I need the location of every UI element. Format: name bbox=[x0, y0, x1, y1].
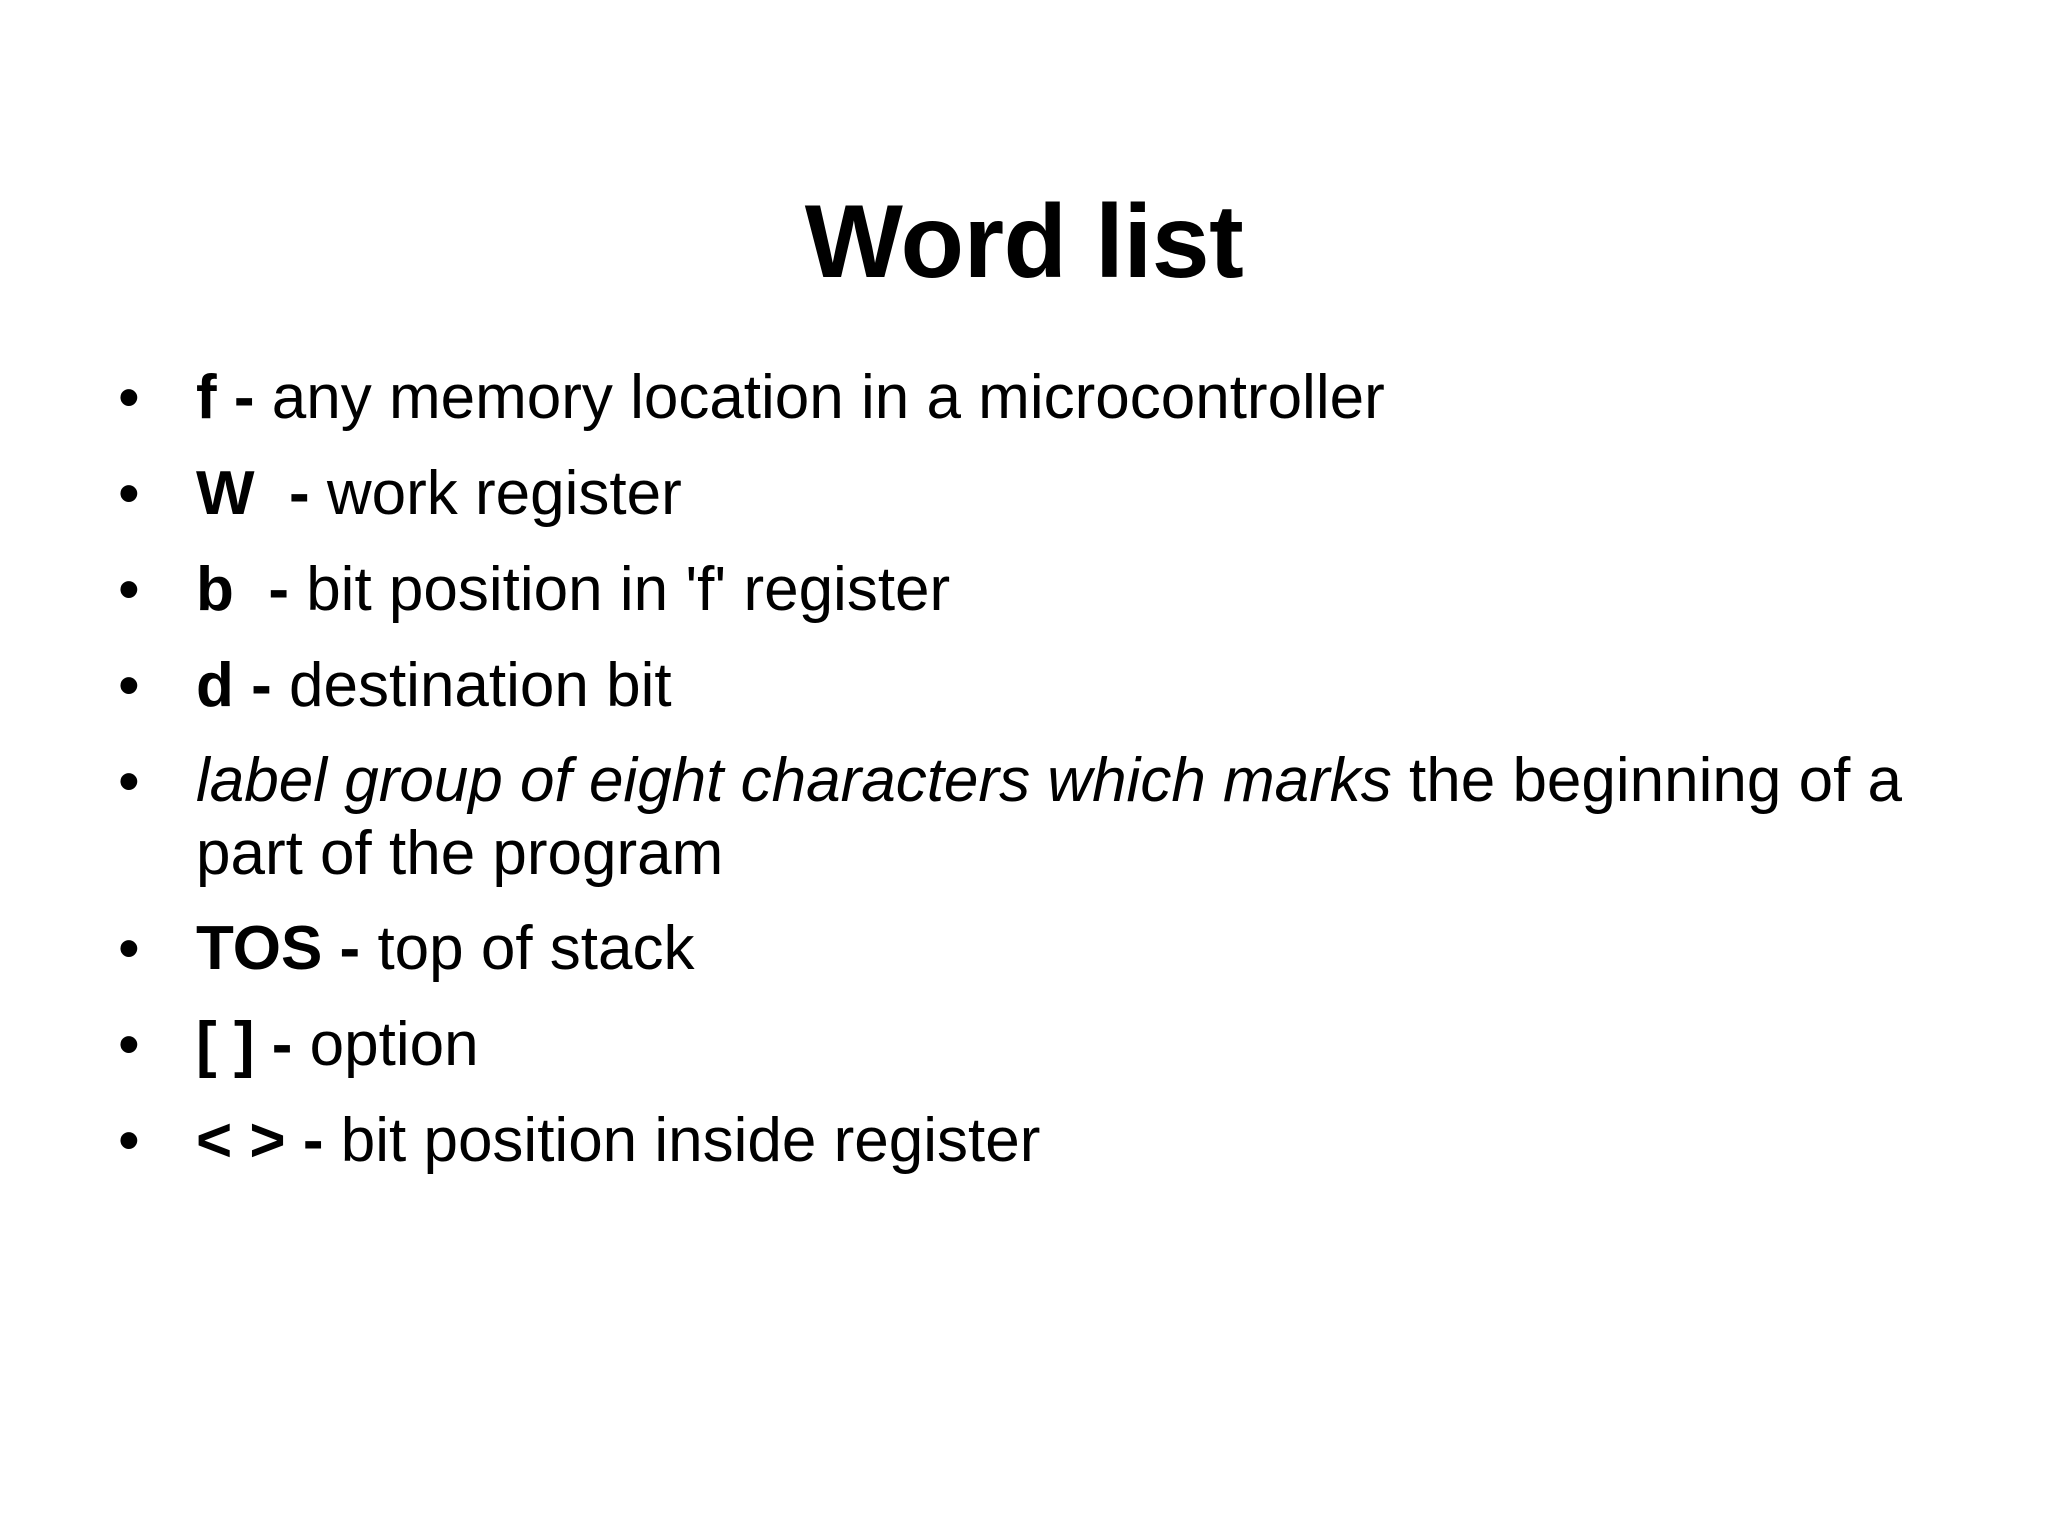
list-item-text: d - destination bit bbox=[196, 648, 1948, 723]
bullet-point-icon: • bbox=[118, 459, 140, 529]
term-label: f - bbox=[196, 363, 272, 432]
page-title: Word list bbox=[804, 183, 1244, 300]
list-item-text: [ ] - option bbox=[196, 1007, 1948, 1082]
term-definition: destination bit bbox=[288, 651, 672, 721]
term-definition: any memory location in a microcontroller bbox=[271, 363, 1385, 432]
bullet-point-icon: • bbox=[118, 914, 140, 984]
term-label: b - bbox=[196, 555, 307, 625]
term-label: d - bbox=[196, 651, 289, 721]
term-definition: work register bbox=[326, 459, 682, 529]
list-item[interactable]: • label group of eight characters which … bbox=[118, 744, 1948, 890]
bullet-point-icon: • bbox=[118, 651, 140, 721]
word-list: • f - any memory location in a microcont… bbox=[118, 360, 1948, 1199]
list-item-text: < > - bit position inside register bbox=[196, 1103, 1948, 1178]
list-item[interactable]: • < > - bit position inside register bbox=[118, 1103, 1948, 1178]
list-item[interactable]: • f - any memory location in a microcont… bbox=[118, 360, 1948, 435]
term-label: [ ] - bbox=[196, 1010, 310, 1080]
list-item-text: b - bit position in 'f' register bbox=[196, 552, 1948, 627]
term-definition: bit position inside register bbox=[340, 1106, 1041, 1176]
bullet-point-icon: • bbox=[118, 1106, 140, 1176]
list-item[interactable]: • d - destination bit bbox=[118, 648, 1948, 723]
bullet-point-icon: • bbox=[118, 555, 140, 625]
list-item-text: label group of eight characters which ma… bbox=[196, 744, 1948, 890]
list-item[interactable]: • [ ] - option bbox=[118, 1007, 1948, 1082]
bullet-point-icon: • bbox=[118, 363, 140, 432]
term-definition: bit position in 'f' register bbox=[306, 555, 951, 625]
term-label: W - bbox=[196, 459, 327, 529]
list-item[interactable]: • b - bit position in 'f' register bbox=[118, 552, 1948, 627]
term-label: < > - bbox=[196, 1106, 341, 1176]
bullet-point-icon: • bbox=[118, 1010, 140, 1080]
list-item[interactable]: • W - work register bbox=[118, 456, 1948, 531]
term-definition: top of stack bbox=[377, 914, 695, 984]
term-label: TOS - bbox=[196, 914, 378, 984]
list-item[interactable]: • TOS - top of stack bbox=[118, 911, 1948, 986]
term-label: label group of eight characters which ma… bbox=[196, 746, 1410, 816]
list-item-text: W - work register bbox=[196, 456, 1948, 531]
bullet-point-icon: • bbox=[118, 747, 140, 817]
list-item-text: f - any memory location in a microcontro… bbox=[196, 360, 1948, 435]
term-definition: option bbox=[309, 1010, 479, 1080]
term-definition: the beginning of a part of the program bbox=[196, 746, 1920, 889]
list-item-text: TOS - top of stack bbox=[196, 911, 1948, 986]
